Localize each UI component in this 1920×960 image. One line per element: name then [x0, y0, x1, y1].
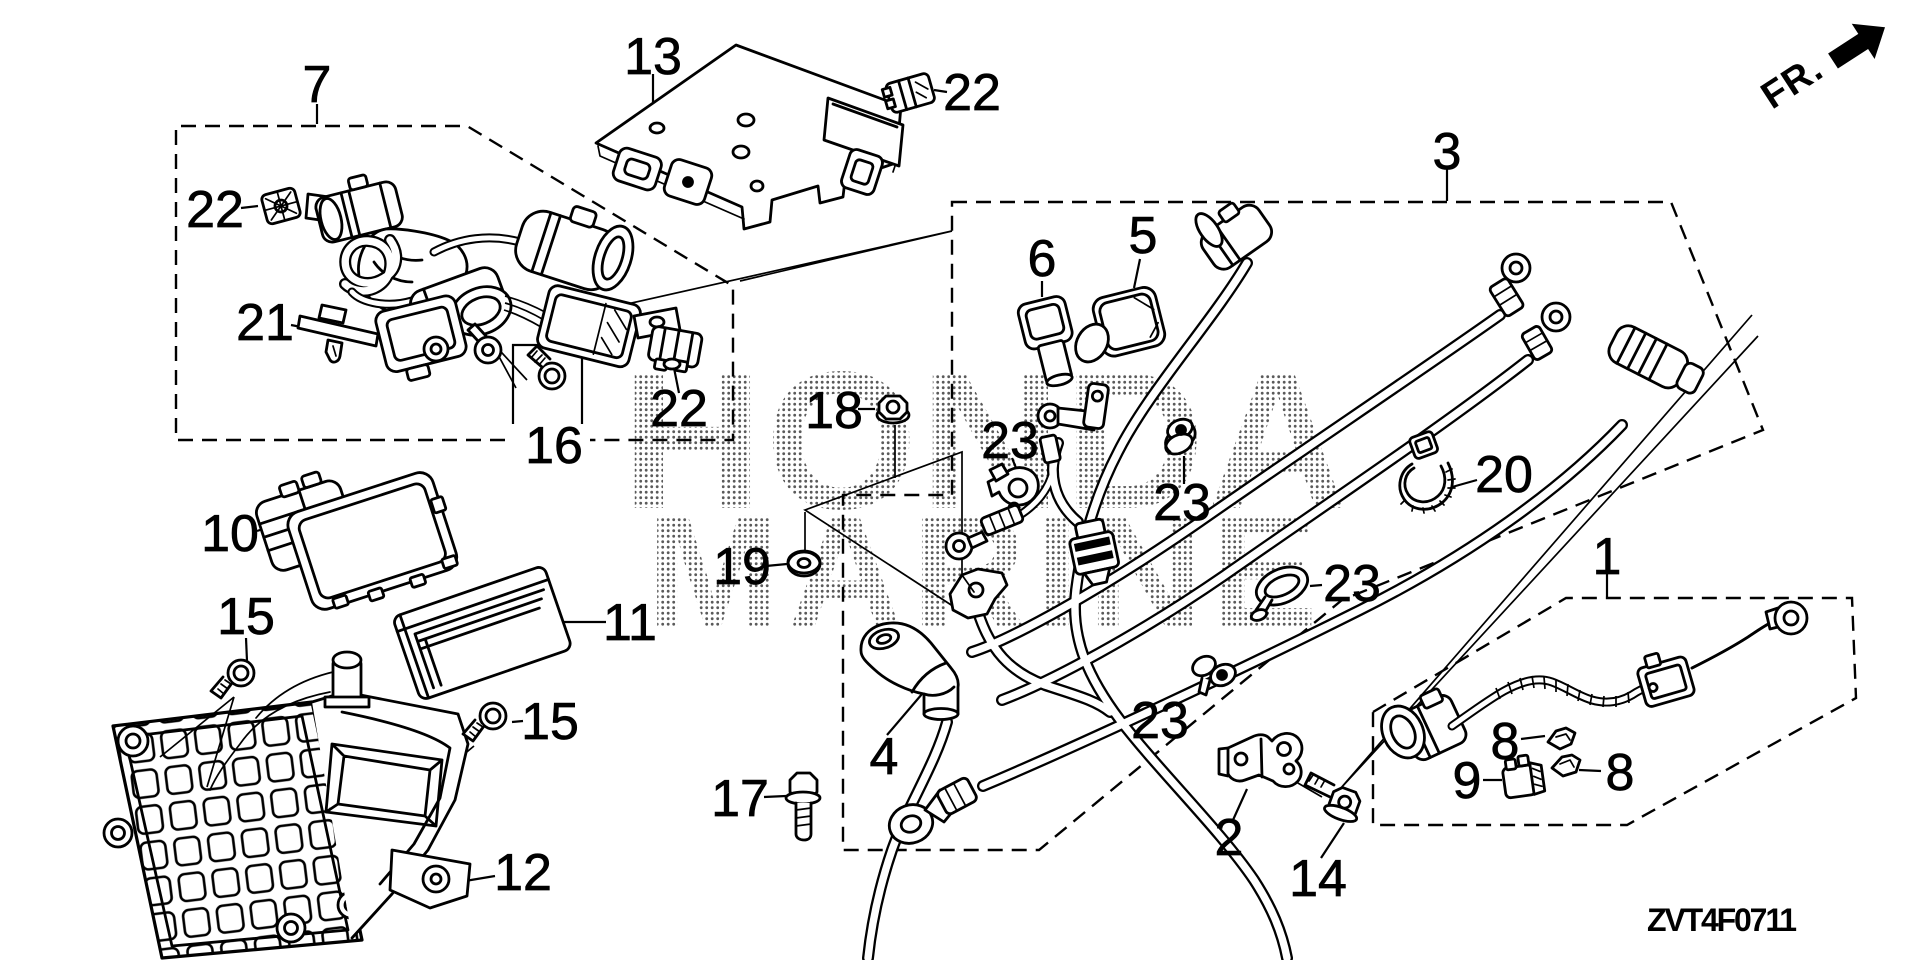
svg-text:5: 5: [1129, 207, 1158, 265]
svg-text:23: 23: [981, 412, 1039, 470]
svg-text:19: 19: [713, 538, 771, 596]
svg-text:HONDA: HONDA: [622, 331, 1351, 550]
svg-text:22: 22: [650, 380, 708, 438]
svg-text:12: 12: [494, 844, 552, 902]
svg-text:20: 20: [1475, 446, 1533, 504]
svg-text:3: 3: [1433, 123, 1462, 181]
svg-text:ZVT4F0711: ZVT4F0711: [1647, 902, 1797, 938]
svg-text:6: 6: [1028, 230, 1057, 288]
svg-text:23: 23: [1131, 692, 1189, 750]
svg-text:23: 23: [1153, 474, 1211, 532]
svg-text:23: 23: [1323, 555, 1381, 613]
svg-text:4: 4: [870, 728, 899, 786]
svg-text:10: 10: [201, 505, 259, 563]
svg-text:15: 15: [521, 693, 579, 751]
svg-text:11: 11: [603, 594, 657, 652]
svg-text:18: 18: [805, 382, 863, 440]
svg-text:22: 22: [943, 64, 1001, 122]
svg-text:8: 8: [1606, 744, 1635, 802]
svg-text:8: 8: [1491, 713, 1520, 771]
svg-text:1: 1: [1593, 528, 1622, 586]
svg-text:17: 17: [711, 770, 769, 828]
svg-text:2: 2: [1215, 809, 1244, 867]
svg-text:7: 7: [303, 56, 332, 114]
svg-text:22: 22: [186, 181, 244, 239]
svg-text:15: 15: [217, 588, 275, 646]
svg-text:16: 16: [525, 417, 583, 475]
svg-text:14: 14: [1289, 850, 1347, 908]
svg-text:21: 21: [236, 294, 294, 352]
svg-text:13: 13: [624, 28, 682, 86]
svg-text:9: 9: [1453, 752, 1482, 810]
